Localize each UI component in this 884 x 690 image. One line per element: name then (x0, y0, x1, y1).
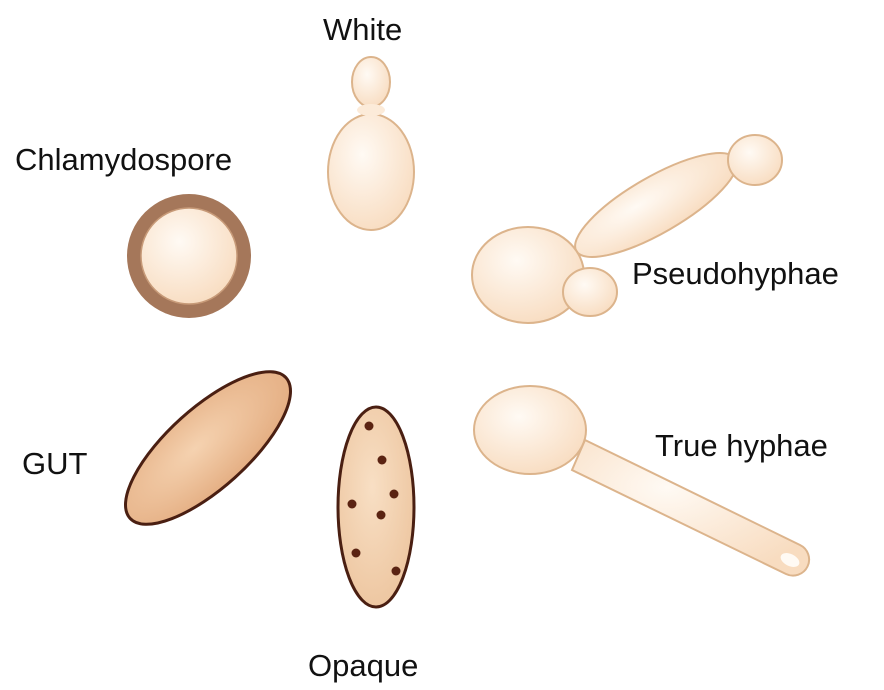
chlamydospore-label: Chlamydospore (15, 144, 232, 175)
white-cell-icon (328, 57, 414, 230)
opaque-cell-icon (338, 407, 414, 607)
opaque-label: Opaque (308, 650, 418, 681)
pseudohyphae-cell-icon (472, 135, 782, 323)
chlamydospore-cell-icon (127, 194, 251, 318)
gut-label: GUT (22, 448, 87, 479)
gut-cell-icon (103, 348, 313, 548)
white-label: White (323, 14, 402, 45)
pseudohyphae-label: Pseudohyphae (632, 258, 839, 289)
true-hyphae-label: True hyphae (655, 430, 828, 461)
true-hyphae-cell-icon (474, 386, 809, 576)
